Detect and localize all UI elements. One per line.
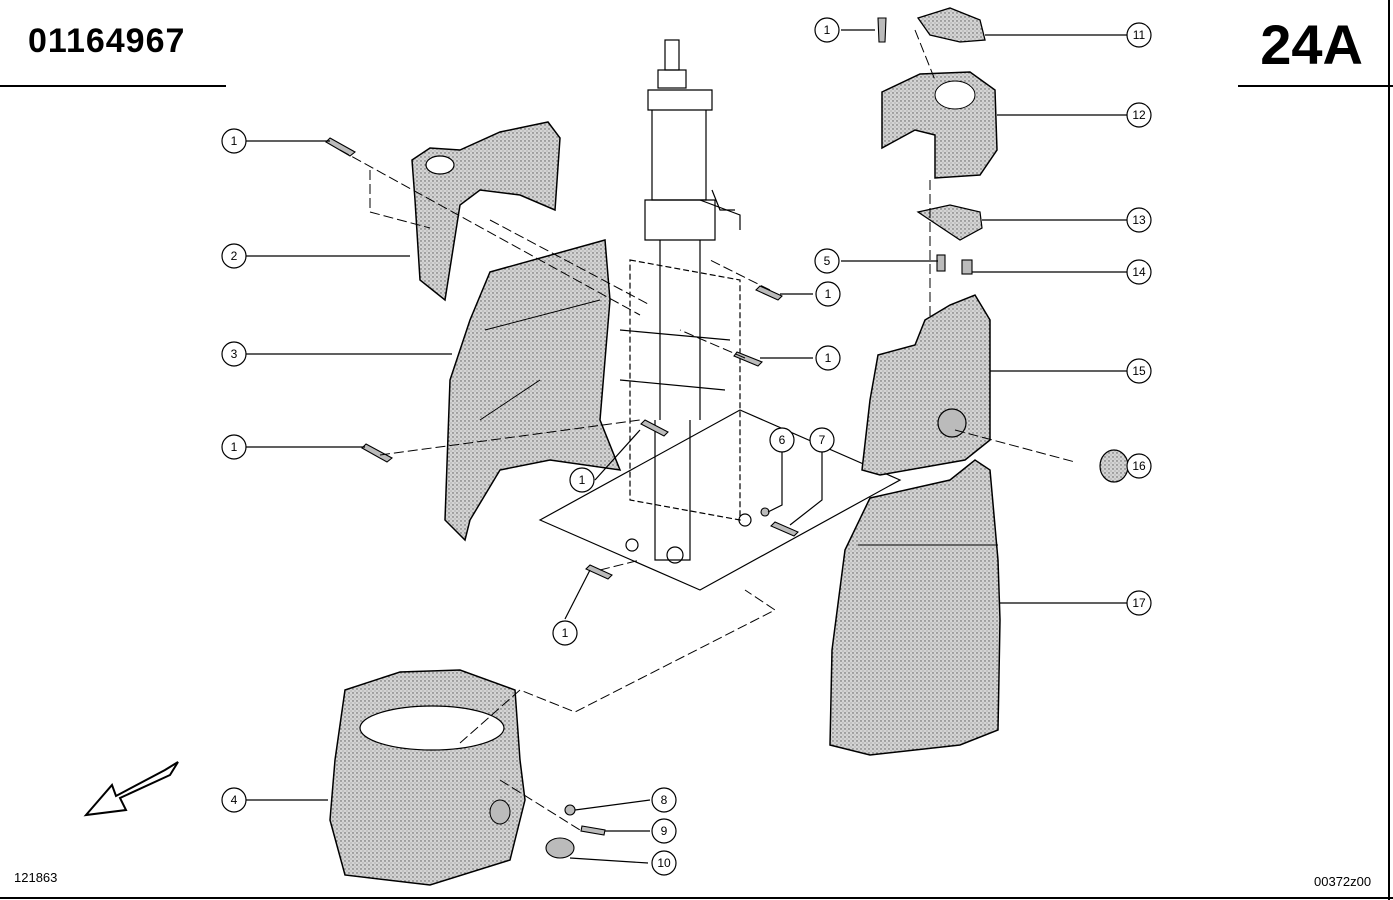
callout-label: 13 bbox=[1132, 213, 1146, 227]
callout-15 bbox=[1126, 358, 1152, 384]
part-16-knob bbox=[1099, 449, 1129, 483]
callout-1-b bbox=[221, 434, 247, 460]
callout-label: 1 bbox=[231, 134, 238, 148]
callout-label: 5 bbox=[824, 254, 831, 268]
callout-label: 7 bbox=[819, 433, 826, 447]
assembly-lines bbox=[339, 29, 1076, 831]
sheet-code: 24A bbox=[1260, 13, 1363, 76]
callout-16 bbox=[1126, 453, 1152, 479]
screw-1-e bbox=[585, 564, 613, 580]
callout-1-e bbox=[552, 620, 578, 646]
callout-4 bbox=[221, 787, 247, 813]
callout-label: 1 bbox=[231, 440, 238, 454]
screw-1-b bbox=[361, 443, 393, 463]
callout-label: 6 bbox=[779, 433, 786, 447]
callout-1-f bbox=[814, 17, 840, 43]
callout-label: 15 bbox=[1132, 364, 1146, 378]
callout-12 bbox=[1126, 102, 1152, 128]
callout-9 bbox=[651, 818, 677, 844]
steering-column bbox=[619, 39, 741, 561]
part-17-lower-cover bbox=[829, 459, 1001, 756]
mounting-plate bbox=[538, 409, 902, 591]
callout-label: 1 bbox=[825, 351, 832, 365]
callout-label: 14 bbox=[1132, 265, 1146, 279]
washer-6 bbox=[760, 507, 770, 517]
footer-left-ref: 121863 bbox=[14, 870, 58, 885]
part-3-lower-shroud bbox=[444, 239, 622, 542]
callout-label: 1 bbox=[579, 473, 586, 487]
screws bbox=[325, 17, 973, 859]
footer-right-ref: 00372z00 bbox=[1314, 874, 1372, 889]
screw-1-a bbox=[325, 137, 356, 157]
part-13-plate bbox=[916, 204, 983, 241]
part-number: 01164967 bbox=[28, 22, 186, 60]
callout-label: 16 bbox=[1132, 459, 1146, 473]
callout-14 bbox=[1126, 259, 1152, 285]
callout-label: 1 bbox=[824, 23, 831, 37]
callout-label: 12 bbox=[1132, 108, 1146, 122]
callout-7 bbox=[809, 427, 835, 453]
callout-label: 1 bbox=[825, 287, 832, 301]
callout-1-a bbox=[221, 128, 247, 154]
callout-6 bbox=[769, 427, 795, 453]
screw-1-f bbox=[877, 17, 887, 43]
direction-arrow-icon bbox=[83, 761, 179, 817]
screw-14 bbox=[961, 259, 973, 275]
callout-13 bbox=[1126, 207, 1152, 233]
callout-label: 1 bbox=[562, 626, 569, 640]
callout-10 bbox=[651, 850, 677, 876]
part-11-top-cap bbox=[916, 7, 986, 43]
callout-11 bbox=[1126, 22, 1152, 48]
callout-label: 3 bbox=[231, 347, 238, 361]
callout-label: 8 bbox=[661, 793, 668, 807]
callout-markers bbox=[221, 17, 1152, 876]
callout-labels: 1 2 3 1 4 1 1 1 1 1 5 6 7 8 9 10 11 12 1… bbox=[231, 23, 1146, 870]
callout-5 bbox=[814, 248, 840, 274]
callout-17 bbox=[1126, 590, 1152, 616]
callout-leaders bbox=[246, 29, 1128, 864]
callout-1-g bbox=[569, 467, 595, 493]
callout-label: 9 bbox=[661, 824, 668, 838]
screw-7 bbox=[770, 521, 799, 537]
part-15-middle-cover bbox=[861, 294, 991, 476]
callout-2 bbox=[221, 243, 247, 269]
knob-10 bbox=[545, 837, 575, 859]
callout-1-d bbox=[815, 345, 841, 371]
screw-9 bbox=[580, 825, 606, 836]
callout-label: 17 bbox=[1132, 596, 1146, 610]
screw-1-c bbox=[755, 285, 783, 301]
part-4-bottom-cover bbox=[329, 669, 526, 886]
callout-1-c bbox=[815, 281, 841, 307]
screw-1-g bbox=[640, 419, 669, 437]
screw-5 bbox=[936, 254, 946, 272]
callout-8 bbox=[651, 787, 677, 813]
callout-3 bbox=[221, 341, 247, 367]
washer-8 bbox=[564, 804, 576, 816]
callout-label: 2 bbox=[231, 249, 238, 263]
callout-label: 10 bbox=[657, 856, 671, 870]
callout-label: 11 bbox=[1133, 28, 1146, 42]
screw-1-d bbox=[733, 351, 763, 367]
callout-label: 4 bbox=[231, 793, 238, 807]
